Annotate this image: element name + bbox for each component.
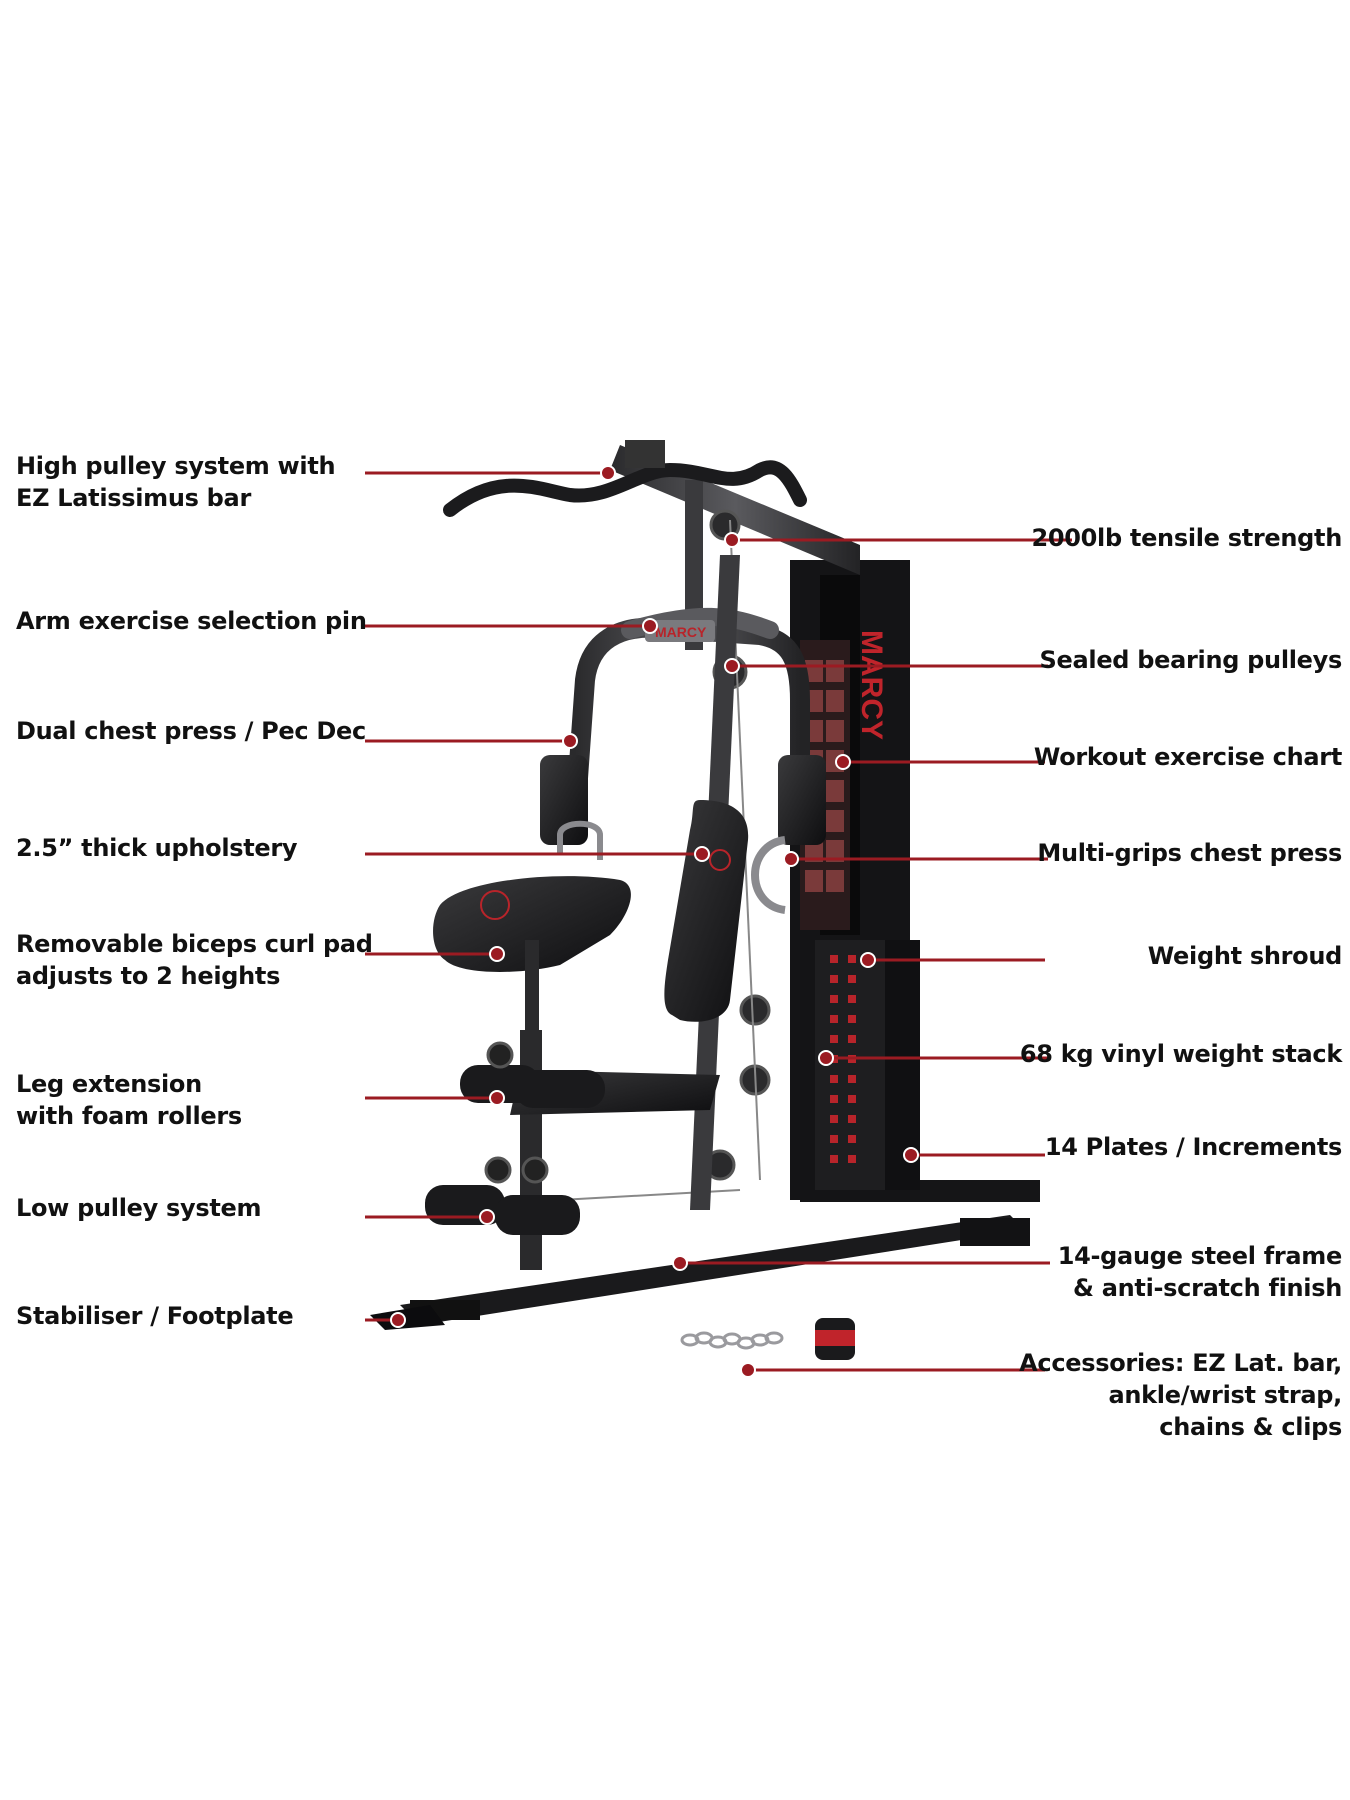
- callout-steel-frame: 14-gauge steel frame & anti-scratch fini…: [1057, 1242, 1343, 1302]
- leader-steel-frame-dot: [672, 1255, 688, 1271]
- leader-dual-chest-press-dot: [562, 733, 578, 749]
- leader-sealed-bearing-pulleys-dot: [724, 658, 740, 674]
- leader-weight-shroud-dot: [860, 952, 876, 968]
- callout-accessories: Accessories: EZ Lat. bar, ankle/wrist st…: [1019, 1349, 1342, 1441]
- chest-press-grip: [751, 836, 786, 914]
- leader-upholstery-dot: [694, 846, 710, 862]
- base-frame: [370, 1180, 1040, 1330]
- callout-tensile-strength: 2000lb tensile strength: [1031, 524, 1342, 552]
- marcy-badge-text: MARCY: [655, 624, 707, 640]
- back-pad: [664, 800, 749, 1022]
- callout-biceps-curl-pad: Removable biceps curl pad adjusts to 2 h…: [16, 930, 373, 990]
- callout-multi-grips: Multi-grips chest press: [1037, 839, 1342, 867]
- leader-tensile-strength-dot: [724, 532, 740, 548]
- callout-workout-chart: Workout exercise chart: [1033, 743, 1342, 771]
- top-beam: [559, 445, 860, 1201]
- leader-weight-stack-dot: [818, 1050, 834, 1066]
- callout-dual-chest-press: Dual chest press / Pec Dec: [16, 717, 366, 745]
- leader-arm-selection-pin-dot: [642, 618, 658, 634]
- press-arms: MARCY: [540, 607, 826, 914]
- marcy-logo-vertical: MARCY: [855, 630, 888, 740]
- pec-dec-pad-right: [778, 755, 826, 845]
- chains: [680, 1331, 784, 1350]
- weight-stack-holes: [830, 955, 856, 1163]
- callout-weight-shroud: Weight shroud: [1147, 942, 1343, 970]
- lower-pulley: [739, 994, 771, 1026]
- leader-biceps-curl-pad-dot: [489, 946, 505, 962]
- leader-multi-grips-dot: [783, 851, 799, 867]
- callout-low-pulley: Low pulley system: [16, 1194, 262, 1222]
- leader-lines: [365, 465, 1072, 1378]
- leader-plates-dot: [903, 1147, 919, 1163]
- leader-accessories-dot: [740, 1362, 756, 1378]
- lat-bar-clip: [625, 440, 665, 468]
- callout-plates: 14 Plates / Increments: [1044, 1133, 1342, 1161]
- leader-workout-chart-dot: [835, 754, 851, 770]
- leg-extension-rollers: [425, 1041, 605, 1235]
- callout-arm-selection-pin: Arm exercise selection pin: [16, 607, 367, 635]
- callout-stabiliser: Stabiliser / Footplate: [16, 1302, 294, 1330]
- leader-stabiliser-dot: [390, 1312, 406, 1328]
- weight-tower: MARCY: [790, 560, 920, 1200]
- callout-sealed-bearing-pulleys: Sealed bearing pulleys: [1039, 646, 1343, 674]
- callout-leg-extension: Leg extension with foam rollers: [16, 1070, 242, 1130]
- ankle-strap: [815, 1318, 855, 1360]
- callout-weight-stack: 68 kg vinyl weight stack: [1019, 1040, 1342, 1068]
- leader-leg-extension-dot: [489, 1090, 505, 1106]
- stabiliser-foot: [370, 1305, 445, 1330]
- callout-upholstery: 2.5” thick upholstery: [16, 834, 298, 862]
- biceps-curl-pad: [433, 820, 631, 1060]
- leader-high-pulley-dot: [600, 465, 616, 481]
- callout-high-pulley: High pulley system with EZ Latissimus ba…: [16, 452, 336, 512]
- marcy-badge: [645, 620, 715, 642]
- leader-low-pulley-dot: [479, 1209, 495, 1225]
- lat-bar: [443, 440, 807, 517]
- accessories: [680, 1318, 855, 1360]
